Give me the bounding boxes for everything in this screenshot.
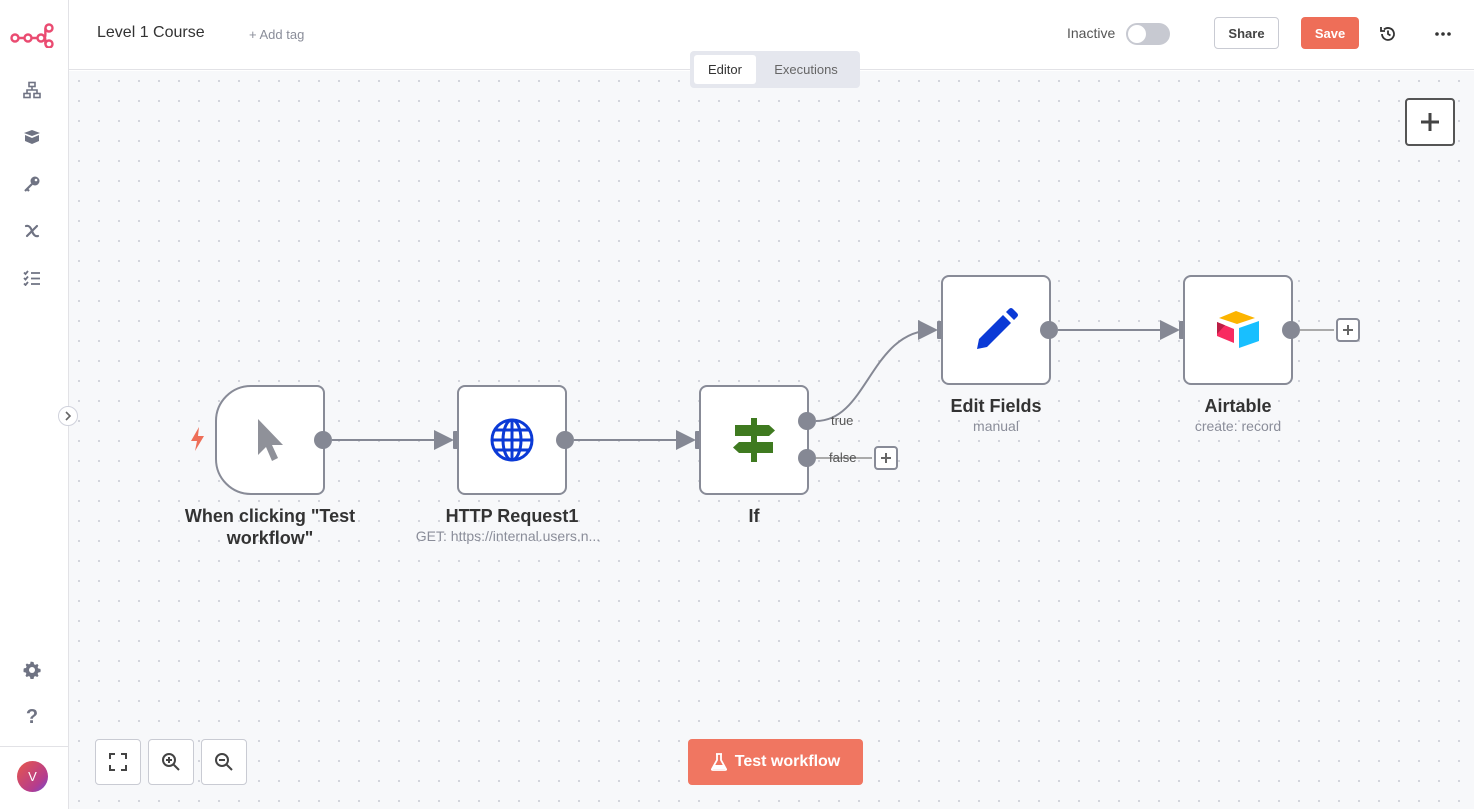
add-node-button[interactable]	[1405, 98, 1455, 146]
test-workflow-button[interactable]: Test workflow	[688, 739, 863, 785]
sidebar-item-workflows[interactable]	[19, 77, 45, 103]
avatar[interactable]: V	[17, 761, 48, 792]
airtable-icon	[1217, 311, 1259, 348]
sidebar-item-help[interactable]: ?	[19, 704, 45, 730]
node-http-request[interactable]	[457, 385, 567, 495]
sidebar-item-credentials[interactable]	[19, 171, 45, 197]
sidebar-item-templates[interactable]	[19, 124, 45, 150]
node-title: If	[748, 506, 760, 526]
sidebar-item-variables[interactable]	[19, 218, 45, 244]
zoom-in-button[interactable]	[148, 739, 194, 785]
save-button[interactable]: Save	[1301, 17, 1359, 49]
if-true-handle[interactable]	[798, 412, 816, 430]
toggle-knob	[1128, 25, 1146, 43]
node-subtitle: manual	[973, 418, 1019, 434]
templates-icon	[24, 130, 40, 144]
fit-view-button[interactable]	[95, 739, 141, 785]
node-edit-fields[interactable]	[941, 275, 1051, 385]
add-node-airtable-button[interactable]	[1336, 318, 1360, 342]
workflow-name[interactable]: Level 1 Course	[97, 24, 205, 41]
if-input-handle[interactable]	[695, 431, 702, 449]
credentials-icon	[24, 176, 40, 192]
http-input-handle[interactable]	[453, 431, 460, 449]
workflows-icon	[23, 81, 41, 99]
sidebar-divider	[0, 746, 68, 747]
n8n-logo-icon[interactable]	[9, 22, 55, 48]
active-toggle[interactable]	[1126, 23, 1170, 45]
node-if[interactable]	[699, 385, 809, 495]
node-title: HTTP Request1	[445, 506, 579, 526]
http-output-handle[interactable]	[556, 431, 574, 449]
settings-icon	[23, 661, 41, 679]
test-workflow-label: Test workflow	[734, 753, 841, 770]
add-tag-link[interactable]: + Add tag	[249, 27, 305, 42]
sidebar-item-settings[interactable]	[19, 657, 45, 683]
sidebar-collapse-button[interactable]	[58, 406, 78, 426]
fullscreen-icon	[109, 753, 127, 771]
share-button[interactable]: Share	[1214, 17, 1279, 49]
sidebar: ? V	[0, 0, 69, 809]
trigger-bolt-icon	[191, 427, 204, 451]
view-tabs: Editor Executions	[690, 51, 860, 88]
zoom-out-icon	[215, 753, 233, 771]
node-airtable[interactable]	[1183, 275, 1293, 385]
chevron-right-icon	[65, 411, 72, 421]
globe-icon	[490, 418, 534, 462]
node-title: Edit Fields	[950, 396, 1042, 416]
node-title: When clicking "Test workflow"	[184, 506, 356, 548]
if-false-handle[interactable]	[798, 449, 816, 467]
node-subtitle: create: record	[1194, 418, 1282, 434]
sidebar-item-executions[interactable]	[19, 265, 45, 291]
help-icon: ?	[25, 705, 39, 728]
plus-icon	[1421, 113, 1439, 131]
edit-input-handle[interactable]	[937, 321, 944, 339]
pencil-icon	[977, 308, 1018, 349]
tab-executions[interactable]: Executions	[774, 62, 838, 77]
history-button[interactable]	[1376, 22, 1400, 46]
false-branch-label: false	[829, 450, 857, 465]
signpost-icon	[733, 418, 775, 462]
more-options-button[interactable]	[1431, 22, 1455, 46]
zoom-out-button[interactable]	[201, 739, 247, 785]
variables-icon	[24, 224, 40, 238]
flask-icon	[710, 753, 727, 771]
plus-icon	[881, 453, 891, 463]
history-icon	[1380, 27, 1395, 41]
edit-output-handle[interactable]	[1040, 321, 1058, 339]
zoom-in-icon	[162, 753, 180, 771]
more-horizontal-icon	[1435, 32, 1451, 36]
tab-editor[interactable]: Editor	[694, 55, 756, 84]
airtable-output-handle[interactable]	[1282, 321, 1300, 339]
active-status-label: Inactive	[1067, 25, 1116, 41]
node-title: Airtable	[1204, 396, 1272, 416]
node-subtitle: GET: https://internal.users.n...	[415, 528, 601, 544]
node-manual-trigger[interactable]	[215, 385, 325, 495]
add-node-false-button[interactable]	[874, 446, 898, 470]
airtable-input-handle[interactable]	[1179, 321, 1186, 339]
plus-icon	[1343, 325, 1353, 335]
true-branch-label: true	[831, 413, 854, 428]
executions-icon	[23, 270, 40, 286]
trigger-output-handle[interactable]	[314, 431, 332, 449]
cursor-icon	[258, 419, 283, 461]
